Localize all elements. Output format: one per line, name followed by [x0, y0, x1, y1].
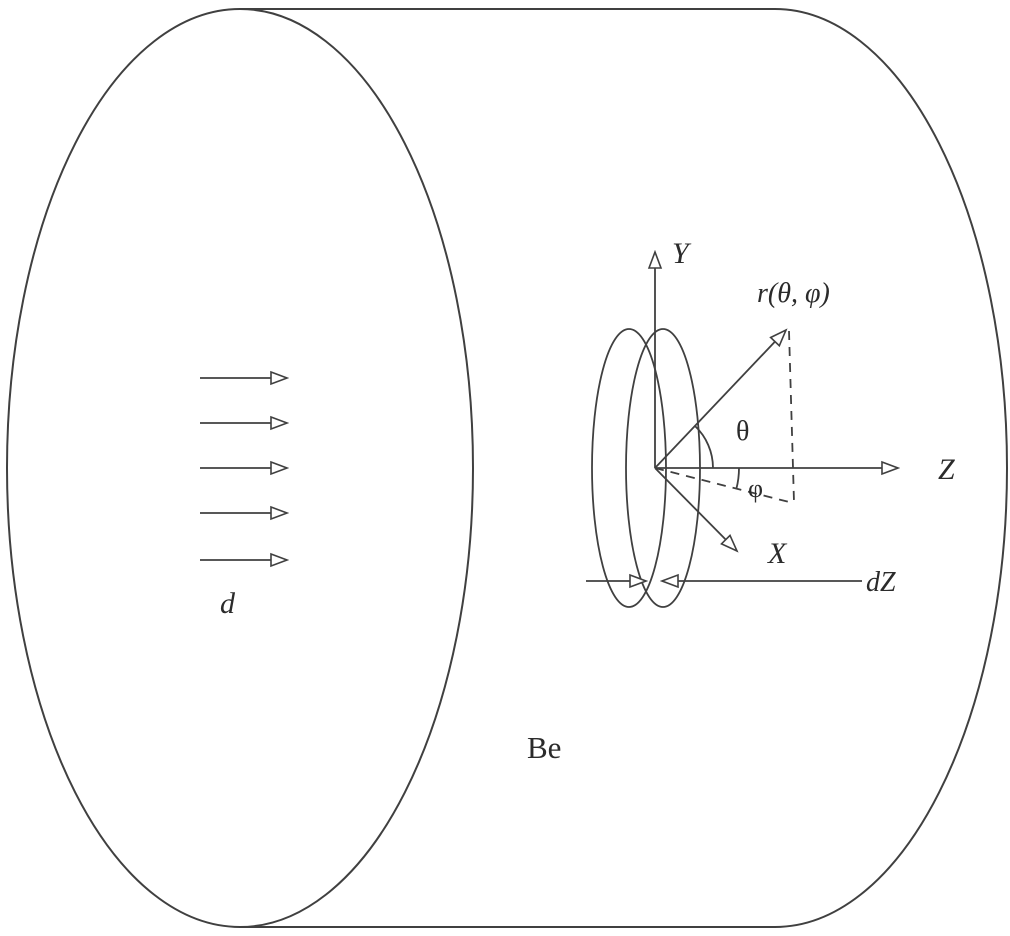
- theta-arc: [694, 425, 714, 469]
- y-axis-label: Y: [672, 237, 692, 270]
- dz-label: dZ: [866, 567, 896, 598]
- beam-label: d: [220, 587, 236, 620]
- phi-arc: [735, 467, 740, 489]
- theta-label: θ: [736, 416, 749, 447]
- material-label: Be: [527, 730, 561, 765]
- r-vector-label: r(θ, φ): [757, 278, 830, 309]
- thickness-annotation: dZ: [586, 567, 896, 598]
- phi-label: φ: [748, 474, 763, 503]
- vertical-dashed-line: [788, 330, 795, 503]
- x-axis-label: X: [767, 537, 788, 570]
- outer-cylinder: [6, 8, 1008, 928]
- projection-dashed-line: [654, 467, 794, 504]
- incident-beam: d: [200, 378, 287, 620]
- z-axis-label: Z: [938, 453, 955, 486]
- r-vector: [654, 330, 786, 469]
- cylinder-right-edge: [774, 8, 1008, 928]
- coordinate-axes: Y Z X r(θ, φ) θ φ: [655, 237, 955, 570]
- x-axis: [654, 467, 737, 551]
